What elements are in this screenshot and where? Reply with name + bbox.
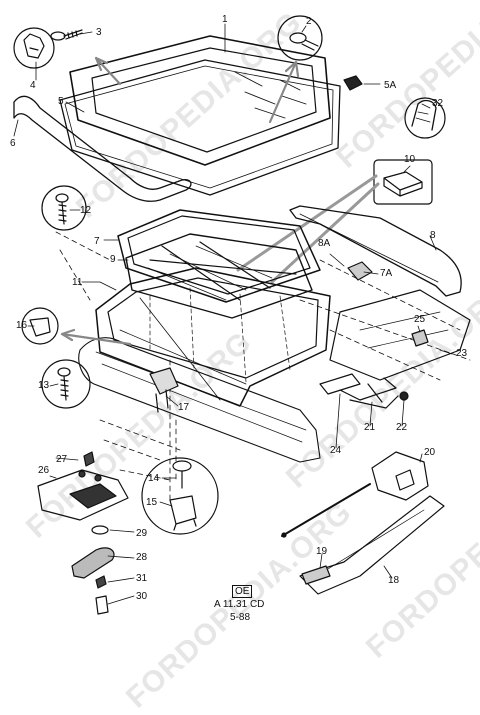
callout-1: 1 [222,14,228,25]
seal-32 [411,99,437,131]
callout-27: 27 [56,454,68,465]
direction-arrow [268,60,300,124]
callout-9: 9 [110,254,116,265]
glass-panel [69,35,331,166]
callout-circle [21,307,59,345]
screw-14 [172,460,192,489]
direction-arrow [270,182,380,284]
oe-mark: OE [232,585,253,598]
screw-27 [83,451,95,467]
bracket-7a [347,261,373,281]
nut-22 [399,391,409,401]
callout-29: 29 [136,528,148,539]
reference-code: A 11.31 CD [214,599,265,610]
direction-arrow [236,174,378,272]
callout-13: 13 [38,380,50,391]
callout-10: 10 [404,154,416,165]
callout-circle [404,97,446,139]
screw-12 [55,193,69,225]
bracket-10 [383,171,423,197]
guide-rail-8 [289,205,462,297]
callout-circle [13,27,55,69]
callout-22: 22 [396,422,408,433]
callout-28: 28 [136,552,148,563]
exploded-parts-diagram: FORDOPEDIA.ORG FORDOPEDIA.ORG FORDOPEDIA… [10,0,480,715]
callout-21: 21 [364,422,376,433]
callout-16: 16 [16,320,28,331]
drive-motor-20 [371,451,429,501]
callout-8a: 8A [318,238,331,249]
crank-housing-18 [299,495,445,595]
callout-18: 18 [388,575,400,586]
glass-seal [59,59,341,196]
screw-2 [289,32,319,51]
drain-tray [78,337,321,463]
sunroof-frame-7 [117,209,321,303]
callout-14: 14 [148,473,160,484]
frame-assembly-11 [95,267,331,407]
callout-20: 20 [424,447,436,458]
callout-19: 19 [316,546,328,557]
callout-15: 15 [146,497,158,508]
spring-31 [95,575,107,589]
callout-31: 31 [136,573,148,584]
crank-handle-19 [301,565,331,585]
cap-16 [29,317,51,337]
drive-cable [281,483,371,537]
callout-8: 8 [430,230,436,241]
alignment-lines [55,231,471,501]
washer-29 [91,525,109,535]
screw-3 [50,29,83,41]
handle-28 [71,547,115,579]
screw-13 [57,367,71,401]
weatherstrip [13,95,192,202]
callout-circle [277,15,323,61]
callout-6: 6 [10,138,16,149]
glass-seal-inner [64,65,334,189]
callout-circle [41,185,87,231]
revision-date: 5-88 [230,612,251,623]
bracket-24 [319,373,397,401]
callout-2: 2 [306,16,312,27]
callout-12: 12 [80,205,92,216]
callout-25: 25 [414,314,426,325]
callout-30: 30 [136,591,148,602]
part-5a [343,75,363,91]
callout-7: 7 [94,236,100,247]
bracket-15 [169,495,197,531]
callout-24: 24 [330,445,342,456]
trim-recess [69,483,117,509]
slide-rail-23 [329,289,471,381]
mechanism-17 [149,367,179,413]
callout-23: 23 [456,348,468,359]
callout-3: 3 [96,27,102,38]
callout-32: 32 [432,98,444,109]
callout-17: 17 [178,402,190,413]
direction-arrow [94,56,122,86]
callout-26: 26 [38,465,50,476]
diagram-artwork [13,15,471,615]
clip-4 [23,33,45,59]
bracket-21 [349,383,399,409]
leader-lines [13,23,453,605]
direction-arrow [60,328,132,346]
callout-circle [41,359,91,409]
trim-panel-26 [37,469,129,521]
callout-box [373,159,433,205]
callout-4: 4 [30,80,36,91]
callout-5: 5 [58,96,64,107]
callout-circle [141,457,219,535]
callout-7a: 7A [380,268,393,279]
callout-11: 11 [72,277,83,288]
screw-30 [95,595,109,615]
callout-5a: 5A [384,80,397,91]
sunshade-9 [125,233,313,319]
